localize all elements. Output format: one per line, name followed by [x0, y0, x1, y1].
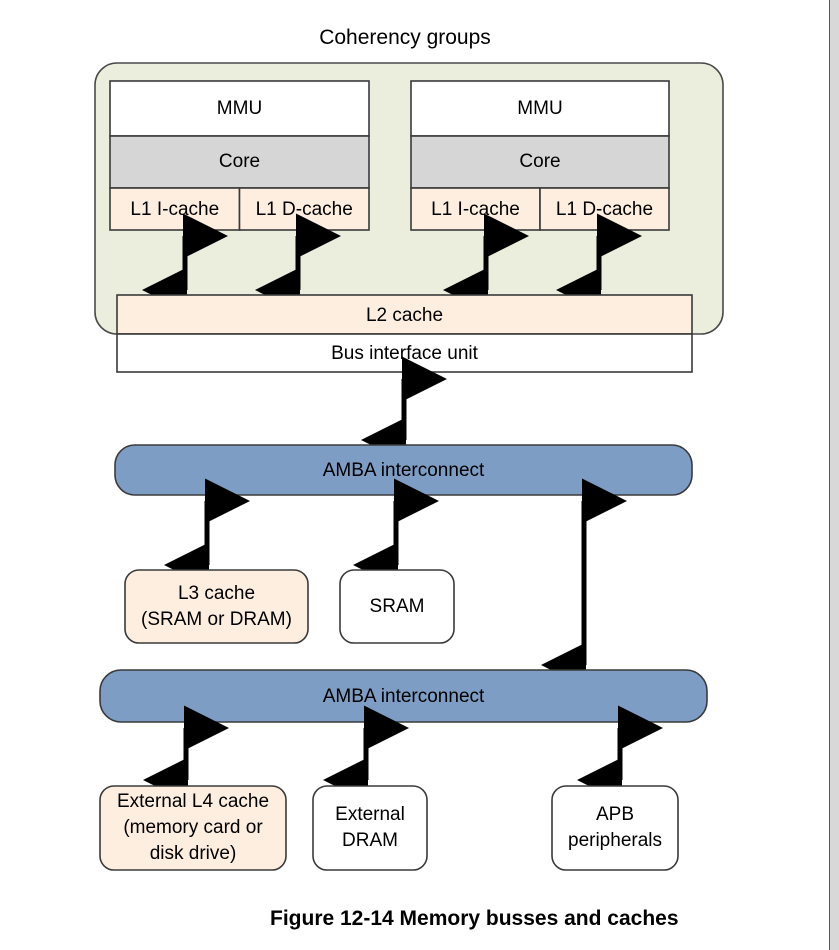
l1-dcache-label-1: L1 D-cache	[556, 199, 653, 220]
amba-interconnect-top-label: AMBA interconnect	[323, 460, 485, 481]
amba-bottom-down-arrows	[143, 705, 664, 803]
apb-peripherals-label-line1: APB	[596, 804, 634, 825]
external-dram-box	[312, 785, 428, 871]
bus-interface-unit-label: Bus interface unit	[331, 343, 479, 364]
l1-to-l2-arrows	[142, 213, 643, 313]
external-l4-cache-box	[99, 785, 287, 871]
sram-label: SRAM	[370, 596, 425, 617]
apb-peripherals-box	[551, 785, 679, 871]
core-label-0: Core	[219, 151, 260, 172]
external-l4-cache-label-line2: (memory card or	[123, 817, 263, 838]
apb-peripherals-label-line2: peripherals	[568, 830, 662, 851]
external-dram-label-line1: External	[335, 804, 405, 825]
figure-caption: Figure 12-14 Memory busses and caches	[270, 907, 679, 930]
amba-top-down-arrows	[164, 478, 628, 688]
l1-dcache-label-0: L1 D-cache	[256, 199, 353, 220]
core-label-1: Core	[519, 151, 560, 172]
cpu-block-0: MMU Core L1 I-cache L1 D-cache	[109, 80, 370, 231]
external-l4-cache-label-line1: External L4 cache	[117, 791, 269, 812]
mmu-box-0	[109, 80, 370, 137]
figure-title: Coherency groups	[319, 26, 491, 49]
l1-icache-label-0: L1 I-cache	[130, 199, 219, 220]
page-gutter	[830, 0, 839, 950]
mmu-label-1: MMU	[517, 98, 562, 119]
page-edge-rule	[829, 0, 830, 950]
cpu-block-1: MMU Core L1 I-cache L1 D-cache	[410, 80, 670, 231]
amba-interconnect-bottom-label: AMBA interconnect	[323, 686, 485, 707]
external-l4-cache-label-line3: disk drive)	[150, 843, 237, 864]
l1-icache-label-1: L1 I-cache	[431, 199, 520, 220]
l3-cache-label-line1: L3 cache	[178, 583, 255, 604]
l3-cache-label-line2: (SRAM or DRAM)	[141, 609, 292, 630]
external-dram-label-line2: DRAM	[342, 830, 398, 851]
mmu-label-0: MMU	[217, 98, 262, 119]
l2-cache-label: L2 cache	[366, 305, 443, 326]
core-box-0	[109, 135, 370, 189]
sram-box	[339, 569, 455, 644]
l3-cache-box	[124, 569, 309, 644]
